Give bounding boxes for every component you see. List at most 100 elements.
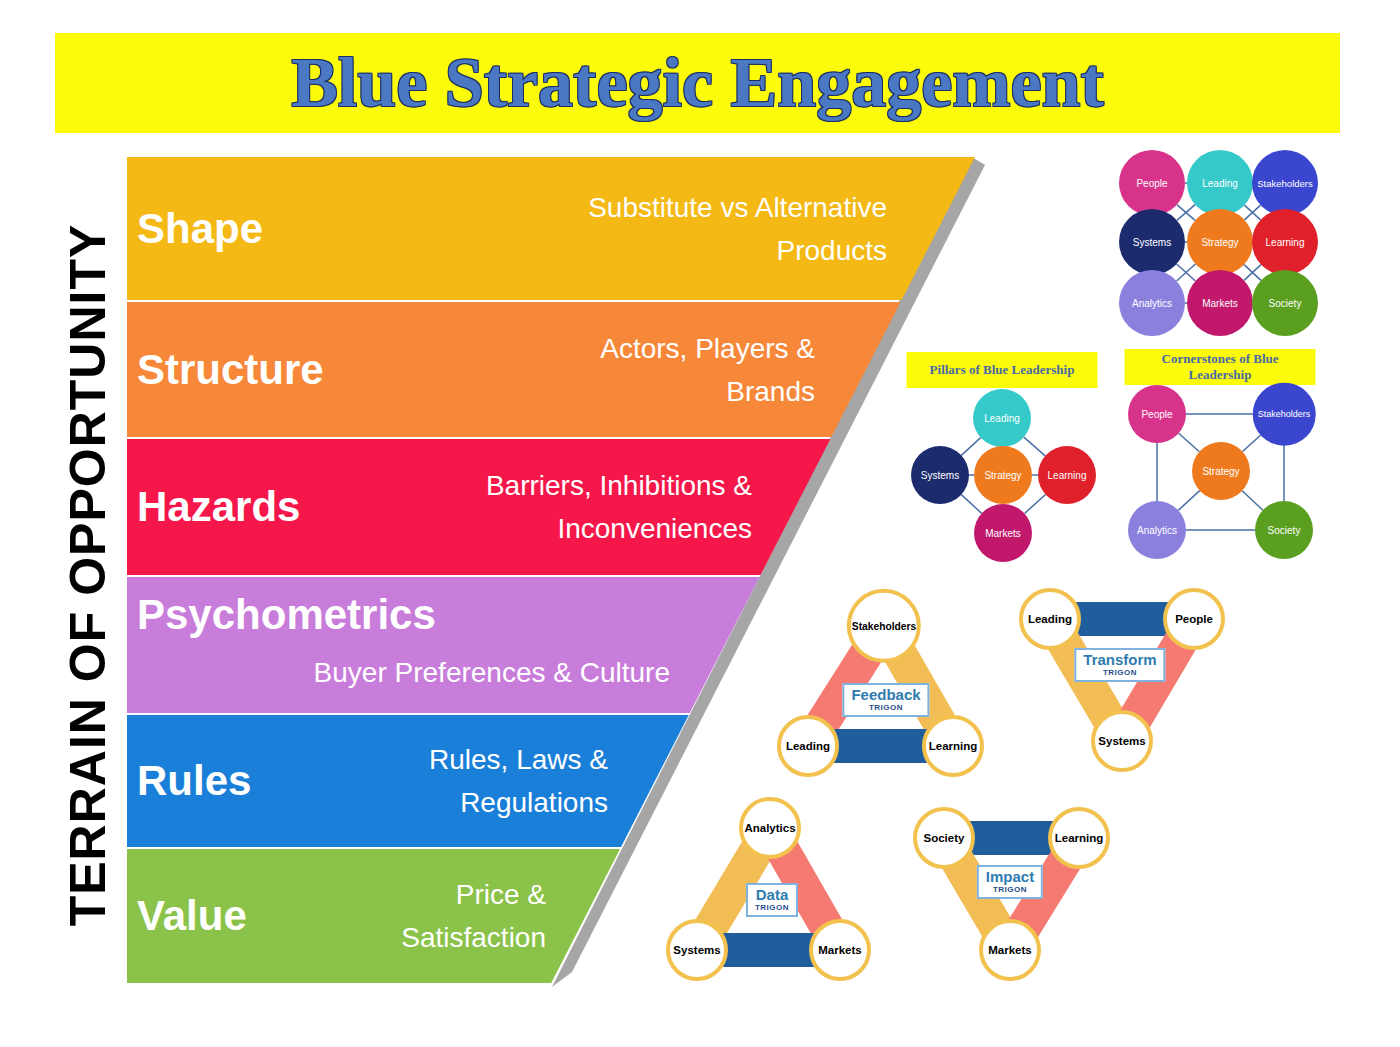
band-heading: Hazards xyxy=(137,483,300,531)
trigon-brand: TRIGON xyxy=(851,703,920,713)
circle-label: Strategy xyxy=(1201,237,1238,248)
connector xyxy=(1156,443,1158,501)
circle-node: Strategy xyxy=(974,446,1032,504)
band-heading: Shape xyxy=(137,205,263,253)
band-heading: Psychometrics xyxy=(137,591,436,639)
circle-label: Society xyxy=(1268,525,1301,536)
trigon-name: Transform xyxy=(1083,651,1156,668)
circle-node: Systems xyxy=(666,919,728,981)
circle-node: Analytics xyxy=(739,797,801,859)
band-body: Barriers, Inhibitions & Inconveniences xyxy=(442,464,752,550)
circle-label: Learning xyxy=(1048,470,1087,481)
circle-node: Markets xyxy=(809,919,871,981)
terrain-band: RulesRules, Laws & Regulations xyxy=(127,715,689,847)
circle-label: People xyxy=(1136,178,1167,189)
trigon-label: ImpactTRIGON xyxy=(977,865,1043,899)
circle-label: Stakeholders xyxy=(1258,409,1311,419)
trigon-name: Feedback xyxy=(851,686,920,703)
circle-node: Leading xyxy=(1019,588,1081,650)
circle-node: Stakeholders xyxy=(1253,383,1316,446)
circle-label: Society xyxy=(924,832,965,844)
circle-node: Systems xyxy=(911,446,969,504)
circle-label: Markets xyxy=(985,528,1021,539)
connector xyxy=(1177,205,1195,221)
terrain-band: Structure Actors, Players & Brands xyxy=(127,302,901,437)
heading-box: Pillars of Blue Leadership xyxy=(907,352,1098,388)
circle-node: Stakeholders xyxy=(1252,150,1318,216)
band-fill xyxy=(127,439,830,575)
circle-node: Markets xyxy=(974,504,1032,562)
circle-label: Leading xyxy=(1028,613,1072,625)
connector xyxy=(1178,491,1199,511)
band-body: Substitute vs Alternative Products xyxy=(507,186,887,272)
circle-node: Learning xyxy=(1048,807,1110,869)
connector xyxy=(1024,494,1045,513)
connector xyxy=(1179,433,1200,451)
circle-label: Markets xyxy=(988,944,1031,956)
circle-node: Leading xyxy=(1187,150,1253,216)
band-heading: Rules xyxy=(137,757,251,805)
title-band: Blue Strategic Engagement xyxy=(55,33,1340,133)
circle-node: People xyxy=(1128,385,1186,443)
connector xyxy=(1177,264,1196,281)
circle-label: Systems xyxy=(1133,237,1171,248)
heading-text: Cornerstones of Blue Leadership xyxy=(1129,351,1312,383)
circle-node: Markets xyxy=(1187,270,1253,336)
band-fill xyxy=(127,302,901,437)
circle-node: Analytics xyxy=(1128,501,1186,559)
circle-node: Systems xyxy=(1091,710,1153,772)
circle-node: Learning xyxy=(1252,209,1318,275)
trigon-label: FeedbackTRIGON xyxy=(842,683,929,717)
connector xyxy=(961,438,980,456)
trigon-name: Impact xyxy=(986,868,1034,885)
band-heading: Structure xyxy=(137,346,324,394)
connector xyxy=(1283,445,1285,501)
terrain-band: Hazards Barriers, Inhibitions & Inconveni… xyxy=(127,439,830,575)
circle-label: Learning xyxy=(1055,832,1104,844)
terrain-band: Shape Substitute vs Alternative Products xyxy=(127,157,975,300)
circle-label: Markets xyxy=(818,944,861,956)
circle-label: Society xyxy=(1269,298,1302,309)
connector xyxy=(1024,437,1045,456)
circle-label: Stakeholders xyxy=(852,621,916,632)
connector xyxy=(961,495,981,514)
band-body: Actors, Players & Brands xyxy=(565,327,815,413)
connector xyxy=(1186,529,1255,531)
circle-node: Stakeholders xyxy=(847,589,921,663)
circle-node: Leading xyxy=(973,389,1031,447)
connector xyxy=(1244,205,1260,220)
connector xyxy=(1242,491,1263,510)
band-heading: Value xyxy=(137,892,247,940)
band-body: Price & Satisfaction xyxy=(356,873,546,959)
circle-label: Leading xyxy=(984,413,1020,424)
circle-node: Society xyxy=(913,807,975,869)
page-title: Blue Strategic Engagement xyxy=(291,43,1104,123)
connector xyxy=(1186,413,1253,415)
circle-node: People xyxy=(1119,150,1185,216)
terrain-band: PsychometricsBuyer Preferences & Culture xyxy=(127,577,760,713)
circle-label: Analytics xyxy=(1132,298,1172,309)
circle-label: People xyxy=(1141,409,1172,420)
connector xyxy=(1243,435,1261,452)
circle-node: Strategy xyxy=(1192,442,1250,500)
connector xyxy=(1177,264,1196,281)
heading-text: Pillars of Blue Leadership xyxy=(930,362,1075,378)
connector xyxy=(1177,205,1195,221)
circle-node: Strategy xyxy=(1187,209,1253,275)
circle-label: Leading xyxy=(786,740,830,752)
circle-node: Analytics xyxy=(1119,270,1185,336)
heading-box: Cornerstones of Blue Leadership xyxy=(1125,349,1316,385)
circle-label: Learning xyxy=(929,740,978,752)
trigon-brand: TRIGON xyxy=(986,885,1034,895)
circle-label: Systems xyxy=(921,470,959,481)
terrain-band: Value Price & Satisfaction xyxy=(127,849,620,983)
band-fill xyxy=(127,849,620,983)
circle-node: Society xyxy=(1252,270,1318,336)
circle-node: Leading xyxy=(777,715,839,777)
circle-label: Leading xyxy=(1202,178,1238,189)
circle-node: Markets xyxy=(979,919,1041,981)
trigon-brand: TRIGON xyxy=(1083,668,1156,678)
connector xyxy=(1244,265,1261,281)
